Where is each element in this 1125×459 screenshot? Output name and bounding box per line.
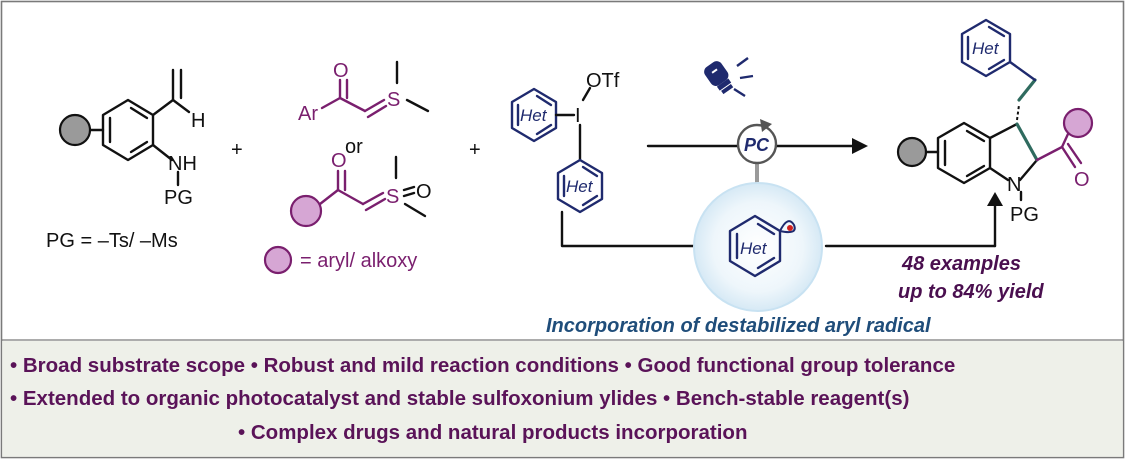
light-bulb-icon — [704, 61, 734, 95]
substituent-circle-grey — [58, 113, 92, 147]
pg-definition: PG = –Ts/ –Ms — [46, 230, 178, 252]
product-pg-label: PG — [1010, 204, 1039, 226]
examples-count: 48 examples — [901, 253, 1021, 275]
product-carbonyl-o: O — [1074, 169, 1090, 191]
het-label-radical: Het — [740, 239, 768, 258]
substituent-legend-circle — [263, 245, 293, 275]
plus-sign-1: + — [231, 139, 243, 161]
s-label-2: S — [386, 186, 399, 208]
feature-line-1: • Broad substrate scope • Robust and mil… — [10, 354, 955, 377]
substituent-circle-purple — [289, 194, 323, 228]
pg-label: PG — [164, 187, 193, 209]
features-banner — [2, 341, 1123, 457]
aryl-radical-glow — [693, 182, 823, 312]
sulfoxide-o-label: O — [416, 181, 432, 203]
photocatalyst-label: PC — [744, 135, 770, 155]
radical-dot — [787, 225, 793, 231]
sulfoxonium-ylide-structure: O S O — [289, 150, 432, 228]
het-label-2: Het — [566, 177, 594, 196]
nh-label: NH — [168, 153, 197, 175]
het-label-product: Het — [972, 39, 1000, 58]
yield-note: up to 84% yield — [898, 281, 1044, 303]
plus-sign-2: + — [469, 139, 481, 161]
het-label-1: Het — [520, 106, 548, 125]
radical-caption: Incorporation of destabilized aryl radic… — [546, 315, 931, 337]
or-label: or — [345, 136, 363, 158]
carbonyl-o-label-2: O — [331, 150, 347, 172]
product-substituent-circle-purple — [1062, 107, 1094, 139]
ar-label: Ar — [298, 103, 318, 125]
photocatalyst-cycle — [736, 123, 778, 165]
carbonyl-o-label: O — [333, 60, 349, 82]
product-n-label: N — [1007, 174, 1021, 196]
indoline-product-structure: Het O N PG — [896, 18, 1094, 226]
feature-line-2: • Extended to organic photocatalyst and … — [10, 387, 909, 410]
aryl-radical-structure: Het — [728, 214, 796, 278]
h-label: H — [191, 110, 205, 132]
diaryliodonium-structure: Het OTf I Het — [510, 70, 620, 214]
feature-line-3: • Complex drugs and natural products inc… — [238, 421, 747, 444]
otf-label: OTf — [586, 70, 620, 92]
s-label: S — [387, 89, 400, 111]
substituent-definition: = aryl/ alkoxy — [300, 250, 417, 272]
product-substituent-circle-grey — [896, 136, 928, 168]
sulfonium-ylide-structure: O Ar S — [298, 60, 430, 125]
iodine-label: I — [575, 105, 581, 127]
styrene-aniline-structure: H NH PG — [58, 68, 205, 209]
